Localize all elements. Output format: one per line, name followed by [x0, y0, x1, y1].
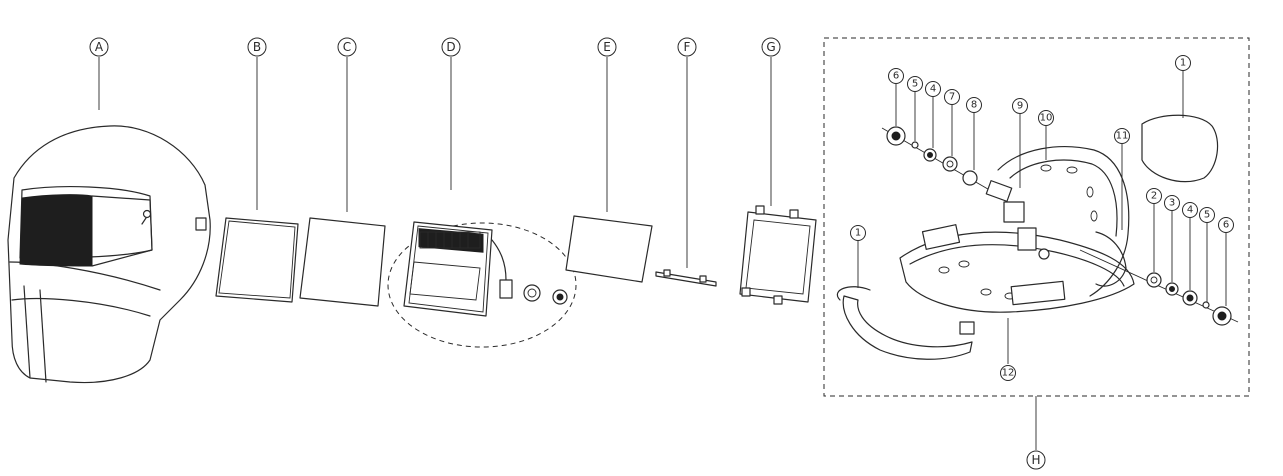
svg-text:5: 5: [912, 79, 918, 90]
svg-text:A: A: [95, 40, 104, 54]
lens-retainer: [655, 57, 717, 287]
svg-text:12: 12: [1002, 368, 1015, 379]
svg-text:4: 4: [1187, 205, 1193, 216]
svg-text:H: H: [1031, 453, 1040, 467]
callout-A: A: [89, 37, 109, 57]
subpart-5-right: 5: [1199, 207, 1215, 223]
subpart-3: 3: [1164, 195, 1180, 211]
harness-strap: [899, 231, 1135, 313]
subpart-6-left: 6: [888, 68, 904, 84]
adf-cartridge-group: [387, 57, 577, 348]
svg-text:7: 7: [949, 92, 955, 103]
subpart-9: 9: [1012, 98, 1028, 114]
helmet-shell: [7, 57, 211, 384]
headband-pad: [1141, 114, 1219, 183]
subpart-7: 7: [944, 89, 960, 105]
svg-text:10: 10: [1040, 113, 1053, 124]
callout-G: G: [761, 37, 781, 57]
svg-text:2: 2: [1151, 191, 1157, 202]
callout-D: D: [441, 37, 461, 57]
sweatband: [842, 295, 973, 360]
subpart-4-left: 4: [925, 81, 941, 97]
subpart-4-right: 4: [1182, 202, 1198, 218]
subpart-11: 11: [1114, 128, 1130, 144]
lens-holder-frame: [739, 57, 817, 305]
callout-B: B: [247, 37, 267, 57]
svg-text:4: 4: [930, 84, 936, 95]
inner-lens: [565, 57, 653, 283]
svg-text:C: C: [343, 40, 351, 54]
svg-text:D: D: [446, 40, 455, 54]
callout-F: F: [677, 37, 697, 57]
subpart-1-top: 1: [1175, 55, 1191, 71]
subpart-8: 8: [966, 97, 982, 113]
svg-text:8: 8: [971, 100, 977, 111]
svg-text:6: 6: [1223, 220, 1229, 231]
inner-cover-lens: [299, 57, 386, 307]
svg-text:5: 5: [1204, 210, 1210, 221]
svg-text:6: 6: [893, 71, 899, 82]
callout-E: E: [597, 37, 617, 57]
subpart-1-left: 1: [850, 225, 866, 241]
svg-text:B: B: [253, 40, 261, 54]
subpart-10: 10: [1038, 110, 1054, 126]
svg-text:3: 3: [1169, 198, 1175, 209]
svg-text:G: G: [766, 40, 775, 54]
subpart-5-left: 5: [907, 76, 923, 92]
subpart-2: 2: [1146, 188, 1162, 204]
subpart-12: 12: [1000, 365, 1016, 381]
svg-text:E: E: [603, 40, 611, 54]
callout-H: H: [1026, 450, 1046, 470]
svg-text:9: 9: [1017, 101, 1023, 112]
svg-text:1: 1: [1180, 58, 1186, 69]
svg-text:1: 1: [855, 228, 861, 239]
svg-text:11: 11: [1116, 131, 1129, 142]
outer-cover-lens: [215, 57, 299, 303]
headgear-group: [823, 37, 1250, 450]
subpart-6-right: 6: [1218, 217, 1234, 233]
callout-C: C: [337, 37, 357, 57]
svg-text:F: F: [684, 40, 691, 54]
